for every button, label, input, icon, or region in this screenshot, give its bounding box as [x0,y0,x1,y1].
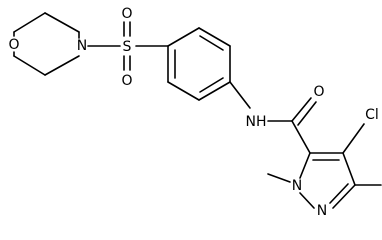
bond [13,12,46,33]
atom-sulfonyl-oxygen-top: O [121,6,132,22]
bond [199,35,224,51]
atom-sulfur: S [123,39,132,55]
atom-pyrazole-n2: N [317,203,327,219]
bond [267,173,291,183]
atom-amide-nitrogen: NH [246,114,267,130]
bond [44,12,80,33]
bond [332,184,356,209]
bond [297,101,317,126]
atom-morpholine-oxygen: O [8,37,19,53]
bond [198,27,231,47]
bond [342,152,356,186]
atom-sulfonyl-oxygen-bottom: O [121,73,132,89]
bond [198,81,231,101]
chemical-structure-diagram: O N S O O NH O Cl N N [8,6,382,219]
bond [229,81,251,109]
bond [199,77,224,93]
atom-pyrazole-n1: N [292,178,302,194]
bond [299,152,311,179]
bond [44,55,80,76]
atom-carbonyl-oxygen: O [313,84,324,100]
bond [329,183,349,204]
atom-chlorine: Cl [365,107,379,123]
bonds [13,12,382,209]
bond [167,81,200,101]
atom-morpholine-nitrogen: N [77,38,87,54]
bond [291,97,312,122]
atom-labels: O N S O O NH O Cl N N [8,6,378,219]
bond [167,27,200,47]
bond [13,55,46,76]
bond [342,123,365,154]
bond [299,192,315,209]
bond [291,120,311,154]
